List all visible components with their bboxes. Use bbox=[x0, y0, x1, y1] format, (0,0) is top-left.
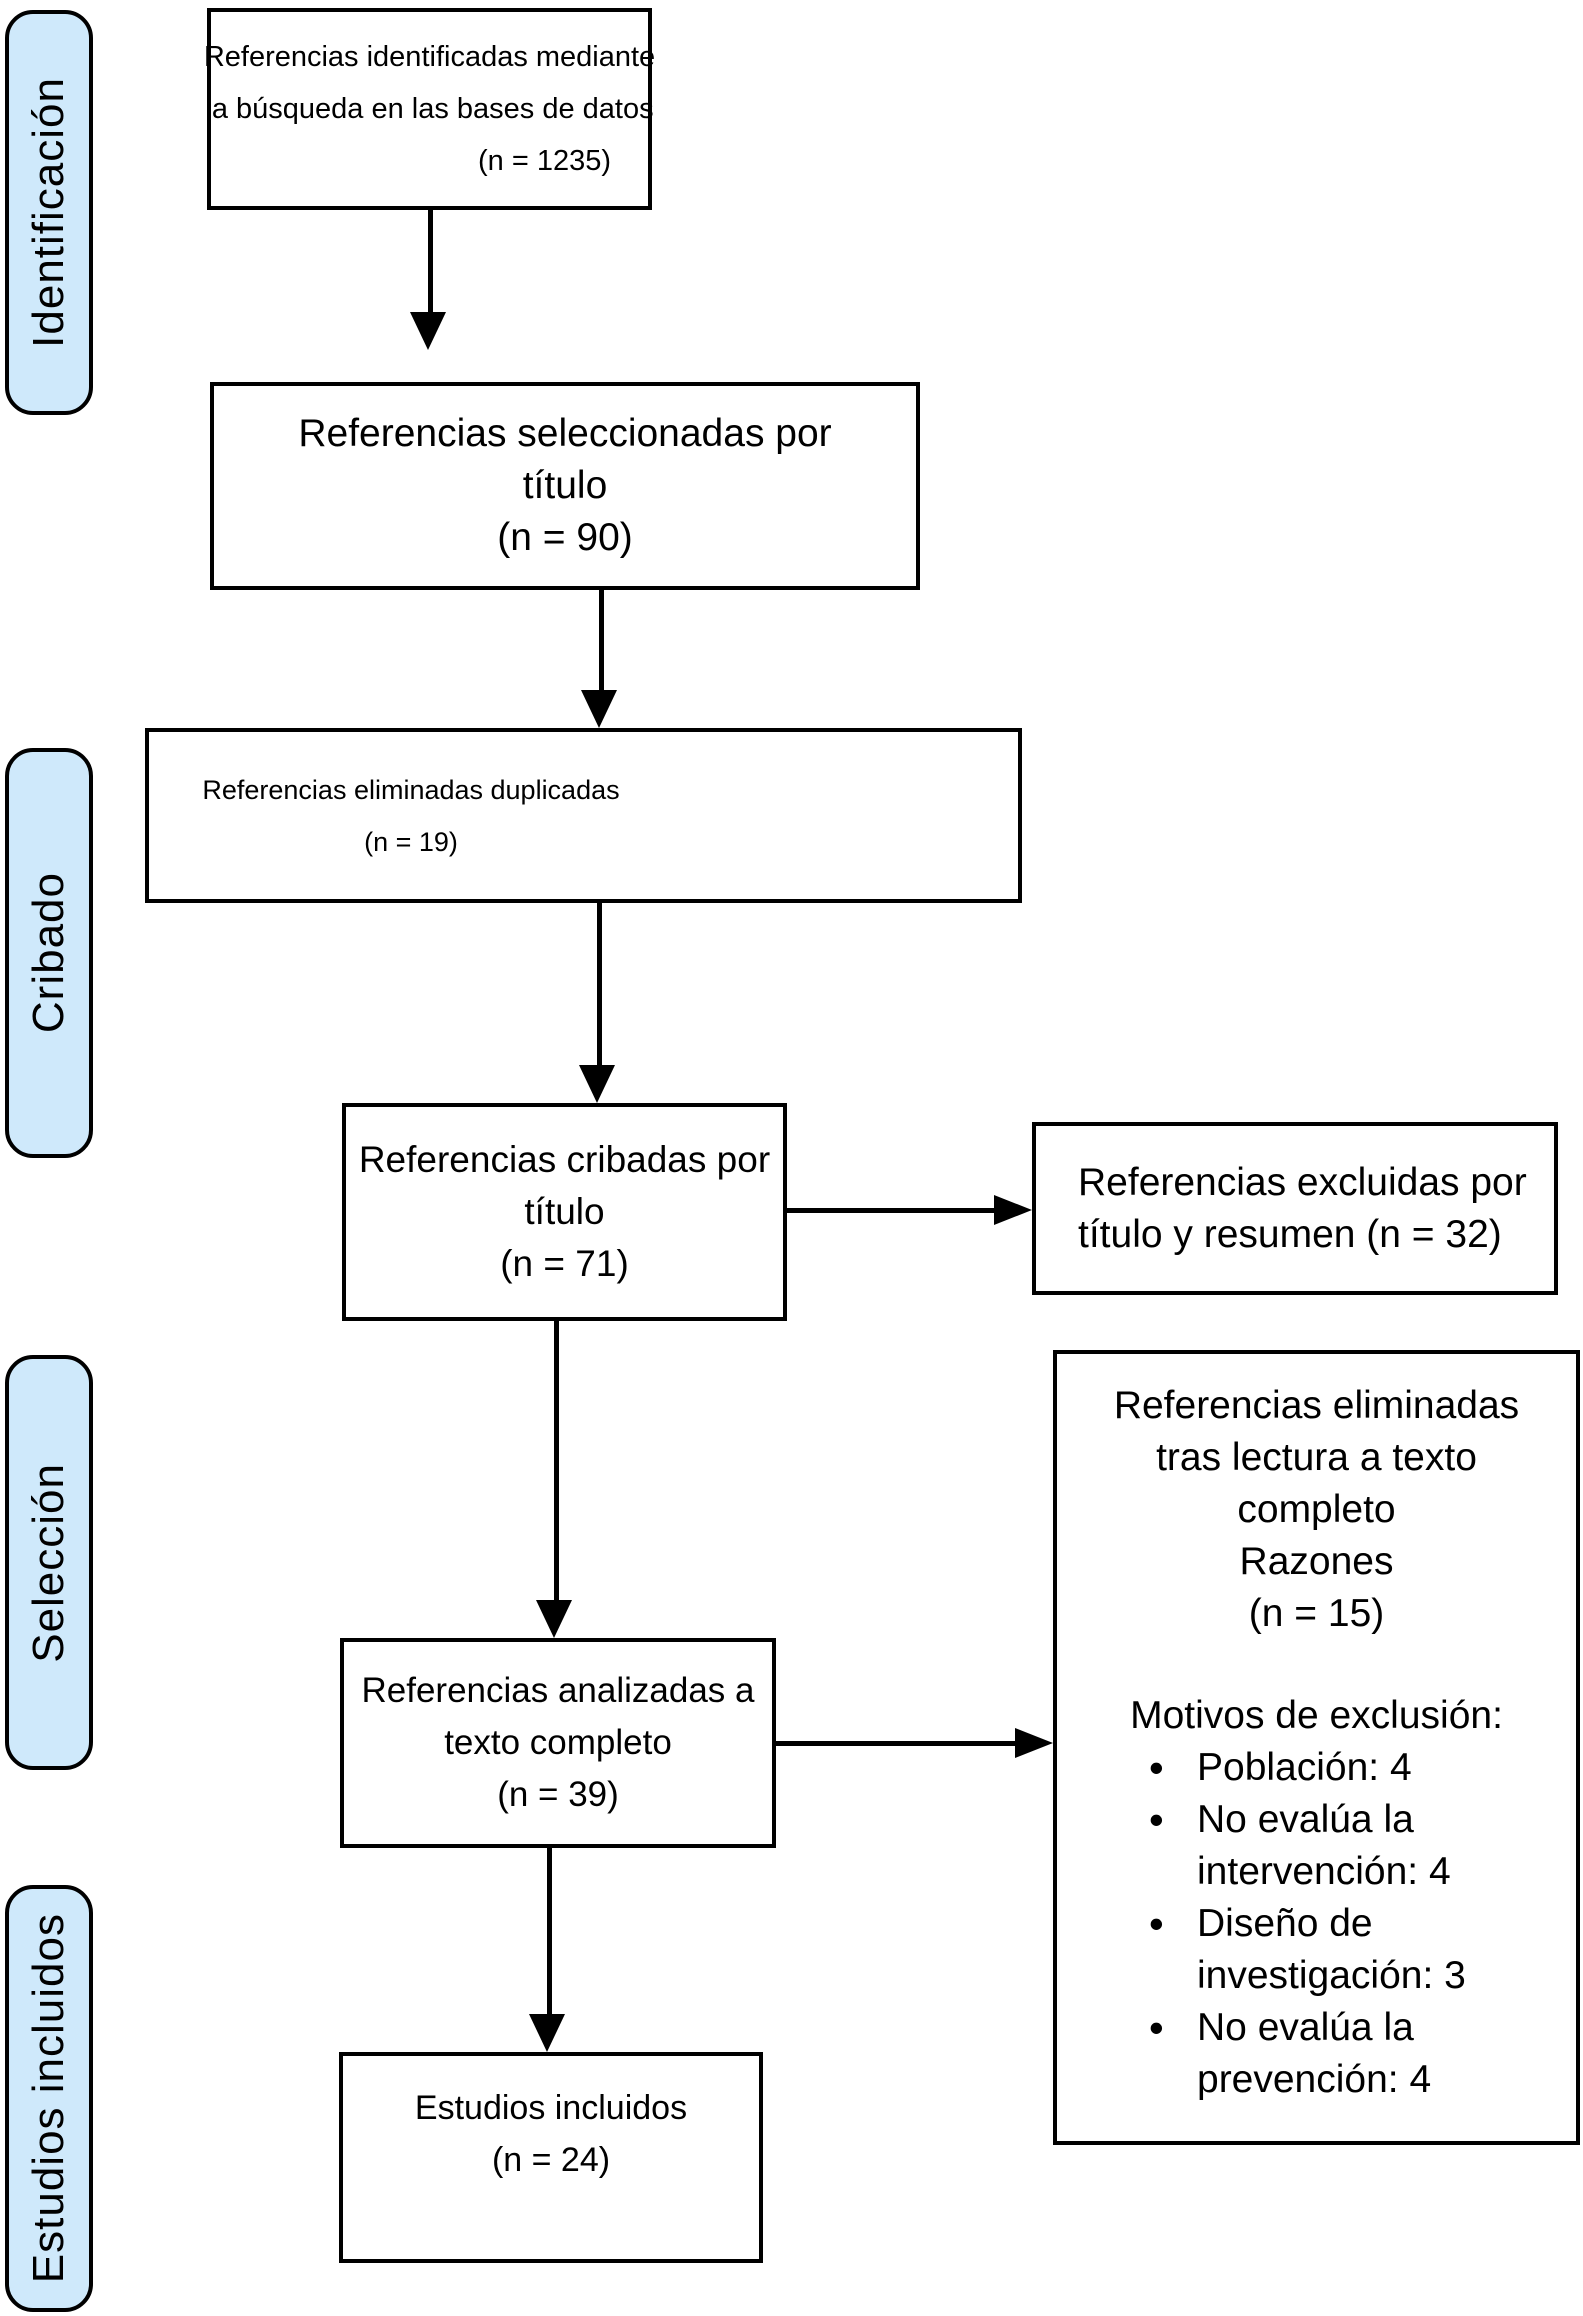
flow-box-line: Referencias eliminadas bbox=[1113, 1384, 1520, 1427]
arrowhead-down bbox=[579, 1065, 615, 1103]
flow-box-count: (n = 1235) bbox=[477, 145, 611, 177]
stage-label-text: Cribado bbox=[24, 872, 73, 1034]
flow-box-count: (n = 15) bbox=[1248, 1592, 1385, 1635]
flow-box-removed-fulltext: Referencias eliminadas tras lectura a te… bbox=[1053, 1350, 1580, 2145]
flow-box-text: Referencias eliminadas duplicadas (n = 1… bbox=[161, 764, 661, 868]
stage-label-text: Identificación bbox=[24, 77, 73, 348]
flow-box-identified: Referencias identificadas mediante la bú… bbox=[204, 8, 655, 210]
flow-box-line: Estudios incluidos bbox=[414, 2089, 688, 2127]
stage-label-text: Selección bbox=[24, 1462, 73, 1663]
stage-label-text: Estudios incluidos bbox=[24, 1913, 73, 2284]
flow-box-line: Razones bbox=[1239, 1540, 1394, 1583]
flow-box-text: Referencias identificadas mediante la bú… bbox=[190, 31, 670, 187]
arrow-shaft bbox=[599, 590, 604, 690]
arrowhead-down bbox=[536, 1600, 572, 1638]
flow-box-line: la búsqueda en las bases de datos bbox=[205, 93, 654, 125]
flow-box-line: texto completo bbox=[444, 1723, 672, 1762]
flow-box-line: título bbox=[522, 464, 608, 507]
stage-label-cribado: Cribado bbox=[5, 748, 93, 1158]
flow-box-line: completo bbox=[1237, 1488, 1396, 1531]
exclusion-reasons-list: Población: 4 No evalúa la intervención: … bbox=[1145, 1742, 1517, 2106]
flow-box-line: Referencias eliminadas duplicadas bbox=[202, 774, 620, 805]
flow-box-line: título bbox=[524, 1191, 605, 1232]
flow-box-count: (n = 19) bbox=[364, 826, 458, 857]
flow-box-selected-by-title: Referencias seleccionadas por título (n … bbox=[210, 382, 920, 590]
flow-box-line: Referencias seleccionadas por bbox=[298, 412, 832, 455]
arrowhead-down bbox=[410, 312, 446, 350]
flow-box-line: Referencias cribadas por bbox=[358, 1139, 771, 1180]
arrowhead-down bbox=[581, 690, 617, 728]
flow-box-duplicates-removed: Referencias eliminadas duplicadas (n = 1… bbox=[145, 728, 1022, 903]
arrow-shaft bbox=[787, 1208, 994, 1213]
exclusion-reasons-title: Motivos de exclusión: bbox=[1130, 1694, 1503, 1737]
flow-box-studies-included: Estudios incluidos (n = 24) bbox=[339, 2052, 763, 2263]
flow-box-excluded-title-abstract: Referencias excluidas por título y resum… bbox=[1032, 1122, 1558, 1295]
flow-box-line: tras lectura a texto bbox=[1156, 1436, 1477, 1479]
arrowhead-right bbox=[1015, 1728, 1053, 1758]
arrow-shaft bbox=[428, 210, 433, 312]
exclusion-reason-item: No evalúa la intervención: 4 bbox=[1145, 1794, 1517, 1898]
flow-box-count: (n = 24) bbox=[491, 2141, 611, 2179]
flow-box-line: Referencias excluidas por bbox=[1078, 1160, 1527, 1204]
flow-box-line: título y resumen (n = 32) bbox=[1078, 1212, 1502, 1256]
arrow-shaft bbox=[547, 1848, 552, 2014]
arrow-shaft bbox=[775, 1741, 1015, 1746]
arrow-shaft bbox=[554, 1320, 559, 1600]
stage-label-identificacion: Identificación bbox=[5, 10, 93, 415]
stage-label-estudios-incluidos: Estudios incluidos bbox=[5, 1885, 93, 2312]
exclusion-reason-item: Población: 4 bbox=[1145, 1742, 1517, 1794]
flow-box-fulltext-analyzed: Referencias analizadas a texto completo … bbox=[340, 1638, 776, 1848]
arrowhead-right bbox=[994, 1195, 1032, 1225]
flow-box-line: Referencias identificadas mediante bbox=[203, 41, 656, 73]
exclusion-reason-item: No evalúa la prevención: 4 bbox=[1145, 2002, 1517, 2106]
flow-box-count: (n = 90) bbox=[497, 516, 633, 559]
stage-label-seleccion: Selección bbox=[5, 1355, 93, 1770]
exclusion-reason-item: Diseño de investigación: 3 bbox=[1145, 1898, 1517, 2002]
flow-box-line: Referencias analizadas a bbox=[361, 1671, 755, 1710]
flow-box-count: (n = 71) bbox=[500, 1243, 629, 1284]
arrowhead-down bbox=[529, 2014, 565, 2052]
flow-box-screened-by-title: Referencias cribadas por título (n = 71) bbox=[342, 1103, 787, 1321]
flow-box-count: (n = 39) bbox=[497, 1775, 619, 1814]
arrow-shaft bbox=[597, 903, 602, 1065]
